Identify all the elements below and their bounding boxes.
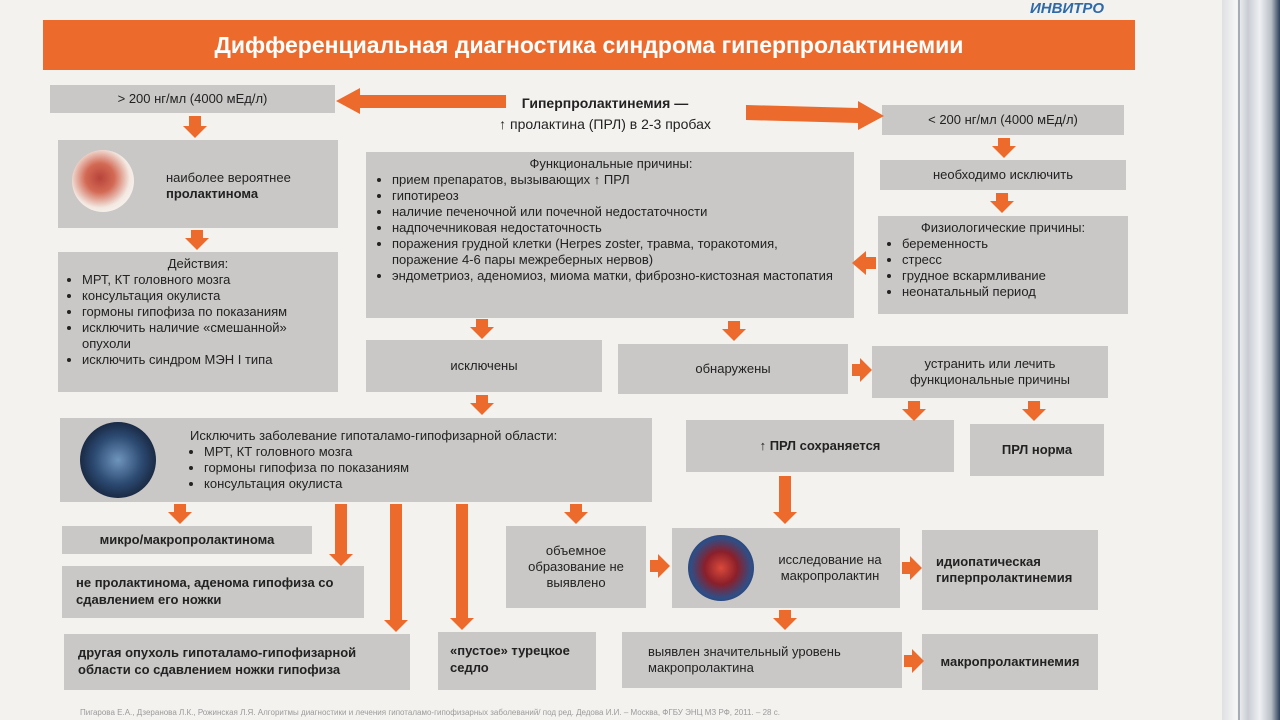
arrow-down — [185, 230, 209, 250]
box-prl-persists: ↑ ПРЛ сохраняется — [686, 420, 954, 472]
hypo-item: гормоны гипофиза по показаниям — [204, 460, 557, 476]
box-found: обнаружены — [618, 344, 848, 394]
phys-item: грудное вскармливание — [902, 268, 1118, 284]
actions-title: Действия: — [167, 256, 229, 271]
phys-item: неонатальный период — [902, 284, 1118, 300]
arrow-down — [183, 116, 207, 138]
arrow-down — [722, 321, 746, 341]
actions-item: исключить синдром МЭН I типа — [82, 352, 328, 368]
arrow-down-long — [384, 504, 408, 632]
arrow-down-long — [773, 476, 797, 524]
arrow-down — [990, 193, 1014, 213]
footer-citation: Пигарова Е.А., Дзеранова Л.К., Рожинская… — [80, 708, 780, 717]
box-idiopathic: идиопатическая гиперпролактинемия — [922, 530, 1098, 610]
phys-item: беременность — [902, 236, 1118, 252]
box-high-level: > 200 нг/мл (4000 мЕд/л) — [50, 85, 335, 113]
arrow-right — [650, 554, 670, 578]
page-title: Дифференциальная диагностика синдрома ги… — [43, 20, 1135, 70]
arrow-down — [168, 504, 192, 524]
likely-line-2: пролактинома — [166, 186, 259, 201]
arrow-right — [902, 556, 922, 580]
box-likely-prolactinoma: наиболее вероятнее пролактинома — [58, 140, 338, 228]
macro-test-text: исследование на макропролактин — [778, 552, 882, 583]
box-treat: устранить или лечить функциональные прич… — [872, 346, 1108, 398]
hypo-item: МРТ, КТ головного мозга — [204, 444, 557, 460]
arrow-right — [852, 358, 872, 382]
functional-item: наличие печеночной или почечной недостат… — [392, 204, 844, 220]
box-low-level: < 200 нг/мл (4000 мЕд/л) — [882, 105, 1124, 135]
arrow-down-long — [329, 504, 353, 566]
hypo-item: консультация окулиста — [204, 476, 557, 492]
functional-title: Функциональные причины: — [529, 156, 693, 171]
box-macroprolactinemia: макропролактинемия — [922, 634, 1098, 690]
functional-item: эндометриоз, аденомиоз, миома матки, фиб… — [392, 268, 844, 284]
brand-logo: ИНВИТРО — [1030, 0, 1105, 17]
box-exclude-hypothalamic: Исключить заболевание гипоталамо-гипофиз… — [60, 418, 652, 502]
arrow-left-big — [336, 88, 506, 114]
functional-item: поражения грудной клетки (Herpes zoster,… — [392, 236, 844, 268]
box-physiological: Физиологические причины: беременность ст… — [878, 216, 1128, 314]
phys-list: беременность стресс грудное вскармливани… — [888, 236, 1118, 300]
box-actions: Действия: МРТ, КТ головного мозга консул… — [58, 252, 338, 392]
box-micro-macro: микро/макропролактинома — [62, 526, 312, 554]
actions-item: МРТ, КТ головного мозга — [82, 272, 328, 288]
test-tubes-image — [688, 535, 754, 601]
paper-stack-edge — [1238, 0, 1240, 720]
phys-title: Физиологические причины: — [920, 220, 1086, 235]
center-line-1: Гиперпролактинемия — — [521, 95, 689, 111]
actions-item: консультация окулиста — [82, 288, 328, 304]
arrow-right — [904, 649, 924, 673]
box-not-prolactinoma: не пролактинома, аденома гипофиза со сда… — [62, 566, 364, 618]
arrow-left — [852, 251, 876, 275]
arrow-down — [564, 504, 588, 524]
flow-arrows — [168, 88, 1046, 673]
mri-image — [80, 422, 156, 498]
box-empty-sella: «пустое» турецкое седло — [438, 632, 596, 690]
functional-list: прием препаратов, вызывающих ↑ ПРЛ гипот… — [378, 172, 844, 284]
likely-line-1: наиболее вероятнее — [166, 170, 291, 185]
box-excluded: исключены — [366, 340, 602, 392]
actions-item: исключить наличие «смешанной» опухоли — [82, 320, 328, 352]
box-other-tumor: другая опухоль гипоталамо-гипофизарной о… — [64, 634, 410, 690]
protein-image — [72, 150, 134, 212]
box-functional-causes: Функциональные причины: прием препаратов… — [366, 152, 854, 318]
arrow-down — [992, 138, 1016, 158]
functional-item: надпочечниковая недостаточность — [392, 220, 844, 236]
arrow-down — [1022, 401, 1046, 421]
actions-item: гормоны гипофиза по показаниям — [82, 304, 328, 320]
poster: ИНВИТРО Дифференциальная диагностика син… — [0, 0, 1222, 720]
arrow-right-big — [746, 101, 884, 130]
center-node: Гиперпролактинемия — ↑ пролактина (ПРЛ) … — [440, 93, 770, 135]
actions-list: МРТ, КТ головного мозга консультация оку… — [68, 272, 328, 368]
arrow-down — [470, 319, 494, 339]
functional-item: гипотиреоз — [392, 188, 844, 204]
arrow-down — [902, 401, 926, 421]
hypo-title: Исключить заболевание гипоталамо-гипофиз… — [190, 428, 558, 443]
functional-item: прием препаратов, вызывающих ↑ ПРЛ — [392, 172, 844, 188]
arrow-down — [470, 395, 494, 415]
box-macro-test: исследование на макропролактин — [672, 528, 900, 608]
center-line-2: ↑ пролактина (ПРЛ) в 2-3 пробах — [499, 116, 711, 132]
phys-item: стресс — [902, 252, 1118, 268]
box-macro-found: выявлен значительный уровень макропролак… — [622, 632, 902, 688]
box-prl-normal: ПРЛ норма — [970, 424, 1104, 476]
hypo-list: МРТ, КТ головного мозга гормоны гипофиза… — [190, 444, 557, 492]
box-need-exclude: необходимо исключить — [880, 160, 1126, 190]
arrow-down-long — [450, 504, 474, 630]
box-no-mass: объемное образование не выявлено — [506, 526, 646, 608]
paper-stack — [1222, 0, 1280, 720]
arrow-down — [773, 610, 797, 630]
